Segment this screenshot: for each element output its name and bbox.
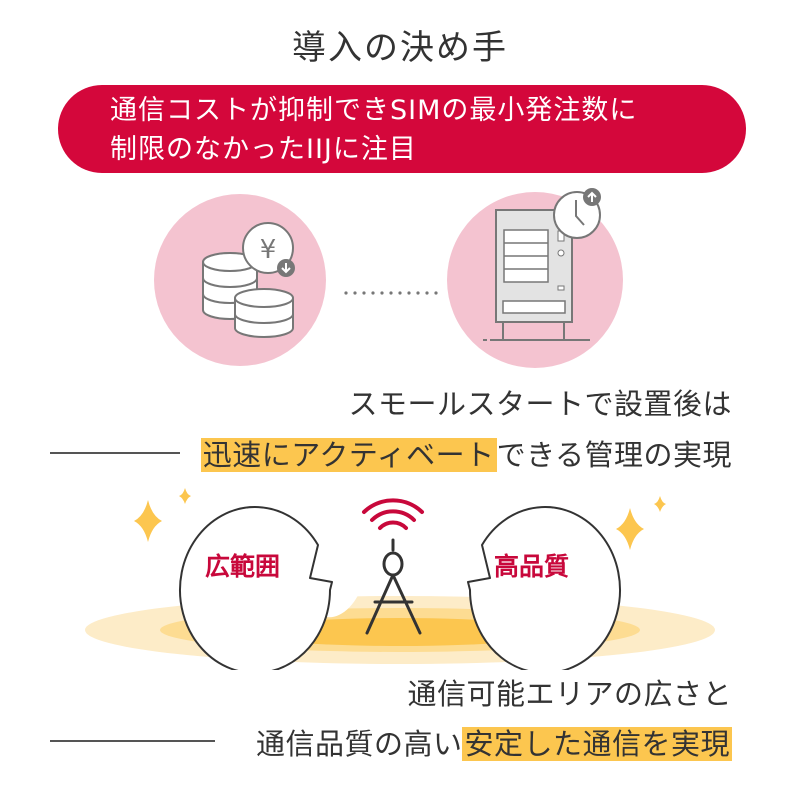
- headline-banner: 通信コストが抑制できSIMの最小発注数に 制限のなかったIIJに注目: [58, 85, 746, 173]
- page-title: 導入の決め手: [292, 28, 508, 68]
- svg-text:¥: ¥: [260, 235, 277, 265]
- section2-line1: 通信可能エリアの広さと: [407, 677, 732, 711]
- divider-line: [50, 452, 180, 454]
- plain-text: 通信品質の高い: [255, 727, 463, 761]
- section2-line2: 通信品質の高い安定した通信を実現: [256, 721, 732, 763]
- antenna-illustration: [85, 488, 715, 670]
- highlight-text: 安定した通信を実現: [462, 727, 732, 761]
- signal-waves-icon: [362, 498, 424, 530]
- coins-yen-down-icon: ¥: [154, 194, 326, 366]
- right-bubble-label: 高品質: [494, 552, 570, 581]
- sparkle-left-icon: [134, 488, 191, 542]
- divider-line: [50, 740, 215, 742]
- section1-line1: スモールスタートで設置後は: [348, 387, 732, 421]
- left-speech-bubble: [179, 506, 333, 670]
- banner-line-2: 制限のなかったIIJに注目: [110, 134, 417, 165]
- plain-text: できる管理の実現: [496, 438, 732, 472]
- banner-line-1: 通信コストが抑制できSIMの最小発注数に: [110, 95, 638, 126]
- left-bubble-label: 広範囲: [205, 552, 281, 581]
- highlight-text: 迅速にアクティベート: [200, 438, 497, 472]
- section1-line2: 迅速にアクティベートできる管理の実現: [200, 432, 732, 474]
- vending-machine-clock-icon: [447, 188, 623, 368]
- antenna-tower-icon: [365, 538, 422, 635]
- cost-to-vending-illustration: ¥: [154, 188, 623, 368]
- dotted-connector: [344, 291, 438, 295]
- sparkle-right-icon: [616, 496, 666, 550]
- right-speech-bubble: [467, 506, 621, 670]
